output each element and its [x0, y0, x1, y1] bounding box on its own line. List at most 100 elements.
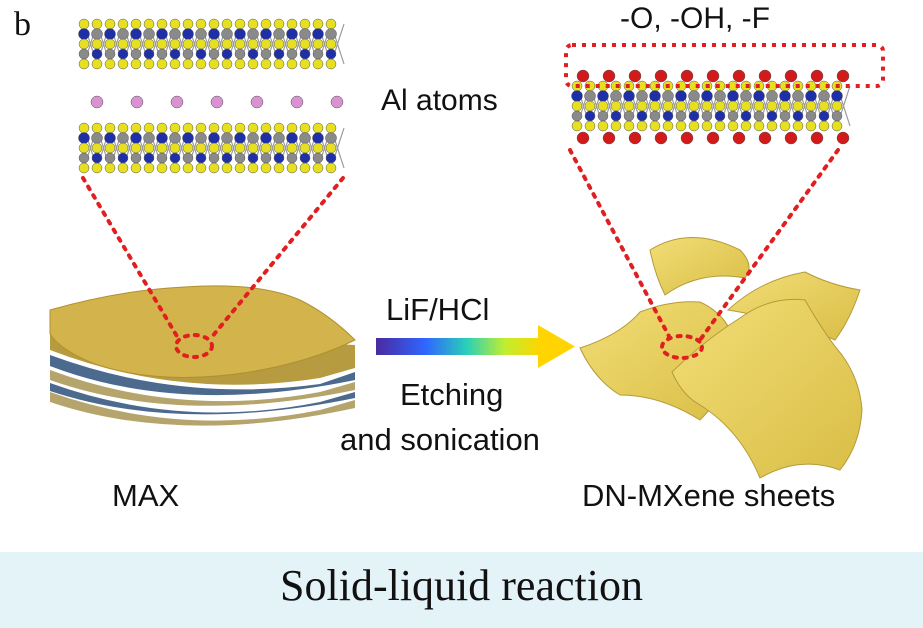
termination-atom [706, 131, 720, 145]
metal-atom [273, 152, 285, 164]
chalcogen-atom [299, 162, 311, 174]
chalcogen-atom [584, 120, 596, 132]
metal-atom [740, 90, 752, 102]
metal-atom [234, 48, 246, 60]
chalcogen-atom [260, 58, 272, 70]
chalcogen-atom [91, 58, 103, 70]
metal-atom [221, 132, 233, 144]
metal-atom [273, 132, 285, 144]
termination-atom [576, 131, 590, 145]
metal-atom [792, 110, 804, 122]
chalcogen-atom [78, 162, 90, 174]
chalcogen-atom [91, 18, 103, 30]
chalcogen-atom [182, 162, 194, 174]
chalcogen-atom [104, 58, 116, 70]
mxene-atomic-structure [571, 69, 851, 145]
metal-atom [260, 152, 272, 164]
metal-atom [286, 48, 298, 60]
metal-atom [208, 132, 220, 144]
chalcogen-atom [727, 100, 739, 112]
chalcogen-atom [78, 38, 90, 50]
chalcogen-atom [325, 18, 337, 30]
metal-atom [779, 90, 791, 102]
chalcogen-atom [701, 120, 713, 132]
chalcogen-atom [299, 38, 311, 50]
footer-banner: Solid-liquid reaction [0, 552, 923, 628]
chalcogen-atom [169, 142, 181, 154]
metal-atom [662, 90, 674, 102]
chalcogen-atom [273, 122, 285, 134]
chalcogen-atom [169, 122, 181, 134]
chalcogen-atom [208, 162, 220, 174]
termination-atom [680, 131, 694, 145]
metal-atom [662, 110, 674, 122]
chalcogen-atom [766, 120, 778, 132]
metal-atom [649, 110, 661, 122]
metal-atom [610, 90, 622, 102]
chalcogen-atom [143, 18, 155, 30]
chalcogen-atom [195, 162, 207, 174]
chalcogen-atom [208, 58, 220, 70]
termination-atom [810, 69, 824, 83]
metal-atom [130, 48, 142, 60]
termination-atom [654, 131, 668, 145]
process-label-line1: Etching [400, 377, 504, 412]
chalcogen-atom [325, 38, 337, 50]
metal-atom [766, 110, 778, 122]
chalcogen-atom [286, 58, 298, 70]
metal-atom [117, 48, 129, 60]
chalcogen-atom [260, 142, 272, 154]
metal-atom [740, 110, 752, 122]
metal-atom [195, 48, 207, 60]
metal-atom [701, 110, 713, 122]
metal-atom [78, 132, 90, 144]
chalcogen-atom [195, 58, 207, 70]
chalcogen-atom [234, 122, 246, 134]
metal-atom [792, 90, 804, 102]
metal-atom [273, 28, 285, 40]
metal-atom [130, 152, 142, 164]
termination-atom [602, 69, 616, 83]
metal-atom [325, 152, 337, 164]
metal-atom [273, 48, 285, 60]
chalcogen-atom [169, 162, 181, 174]
termination-atom [758, 131, 772, 145]
al-atom [170, 95, 184, 109]
chalcogen-atom [182, 18, 194, 30]
chalcogen-atom [779, 100, 791, 112]
chalcogen-atom [623, 120, 635, 132]
metal-atom [649, 90, 661, 102]
metal-atom [91, 152, 103, 164]
chalcogen-atom [649, 120, 661, 132]
metal-atom [247, 152, 259, 164]
termination-atom [628, 69, 642, 83]
chalcogen-atom [766, 100, 778, 112]
chalcogen-atom [260, 122, 272, 134]
metal-atom [260, 28, 272, 40]
metal-atom [234, 152, 246, 164]
chalcogen-atom [273, 58, 285, 70]
metal-atom [675, 90, 687, 102]
metal-atom [195, 28, 207, 40]
termination-highlight-box [564, 43, 885, 88]
footer-title: Solid-liquid reaction [280, 561, 643, 610]
chalcogen-atom [792, 100, 804, 112]
chalcogen-atom [221, 18, 233, 30]
metal-atom [623, 110, 635, 122]
metal-atom [779, 110, 791, 122]
metal-atom [182, 132, 194, 144]
chalcogen-atom [104, 122, 116, 134]
chalcogen-atom [117, 122, 129, 134]
chalcogen-atom [234, 38, 246, 50]
max-block-icon [49, 285, 356, 426]
metal-atom [831, 90, 843, 102]
chalcogen-atom [117, 38, 129, 50]
metal-atom [91, 132, 103, 144]
chalcogen-atom [182, 142, 194, 154]
process-label-line2: and sonication [340, 422, 540, 457]
metal-atom [766, 90, 778, 102]
metal-atom [169, 28, 181, 40]
chalcogen-atom [91, 122, 103, 134]
metal-atom [714, 90, 726, 102]
metal-atom [727, 90, 739, 102]
